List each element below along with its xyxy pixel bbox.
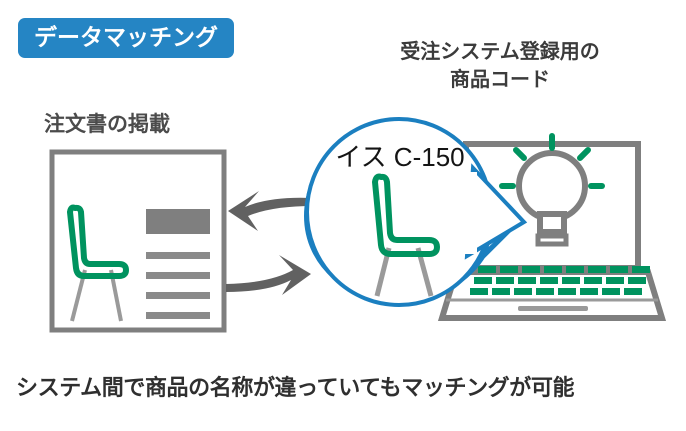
order-document-icon bbox=[49, 149, 227, 333]
laptop-key bbox=[566, 266, 584, 273]
chair-outline bbox=[372, 173, 440, 257]
laptop-key bbox=[580, 288, 598, 295]
badge-data-matching: データマッチング bbox=[18, 18, 234, 59]
laptop-trackpad bbox=[518, 306, 588, 311]
bulb-base bbox=[535, 233, 569, 247]
bulb-glass bbox=[516, 150, 588, 222]
lightbulb-icon bbox=[499, 133, 605, 247]
laptop-key bbox=[624, 288, 642, 295]
laptop-key bbox=[584, 277, 602, 284]
label-order-system-code-line2: 商品コード bbox=[450, 69, 550, 92]
document-text-line bbox=[146, 312, 210, 319]
document-text-line bbox=[146, 272, 210, 279]
chair-icon bbox=[67, 204, 129, 322]
laptop-key bbox=[478, 266, 496, 273]
laptop-keyboard-row-top bbox=[478, 266, 650, 273]
chair-icon bbox=[372, 173, 440, 297]
laptop-key bbox=[602, 288, 620, 295]
laptop-key bbox=[610, 266, 628, 273]
laptop-key bbox=[562, 277, 580, 284]
laptop-key bbox=[500, 266, 518, 273]
arrow-right-shape bbox=[226, 255, 311, 295]
bulb-ray bbox=[513, 147, 527, 161]
laptop-key bbox=[558, 288, 576, 295]
laptop-key bbox=[540, 277, 558, 284]
chair-outline bbox=[67, 204, 129, 279]
arrow-left bbox=[228, 191, 313, 231]
bulb-neck bbox=[537, 211, 567, 235]
laptop-icon bbox=[437, 133, 667, 321]
arrow-right bbox=[226, 255, 311, 295]
label-order-document: 注文書の掲載 bbox=[44, 113, 170, 136]
laptop-key bbox=[474, 277, 492, 284]
laptop-key bbox=[518, 277, 536, 284]
laptop-key bbox=[628, 277, 646, 284]
document-text-line bbox=[146, 252, 210, 259]
document-text-line bbox=[146, 292, 210, 299]
laptop-key bbox=[522, 266, 540, 273]
laptop-key bbox=[514, 288, 532, 295]
arrow-left-shape bbox=[228, 191, 313, 231]
laptop-key bbox=[496, 277, 514, 284]
label-order-system-code-line1: 受注システム登録用の bbox=[400, 41, 600, 63]
bulb-ray bbox=[577, 147, 591, 161]
laptop-key bbox=[536, 288, 554, 295]
laptop-keyboard bbox=[470, 277, 646, 295]
label-order-system-code: 受注システム登録用の 商品コード bbox=[372, 38, 628, 95]
laptop-key bbox=[632, 266, 650, 273]
document-heading-block bbox=[146, 209, 210, 234]
speech-bubble bbox=[303, 117, 528, 307]
laptop-key bbox=[544, 266, 562, 273]
laptop-key bbox=[492, 288, 510, 295]
caption-text: システム間で商品の名称が違っていてもマッチングが可能 bbox=[16, 375, 575, 400]
bubble-product-label: イス C-150 bbox=[335, 142, 465, 172]
laptop-key bbox=[606, 277, 624, 284]
laptop-key bbox=[588, 266, 606, 273]
laptop-key bbox=[470, 288, 488, 295]
